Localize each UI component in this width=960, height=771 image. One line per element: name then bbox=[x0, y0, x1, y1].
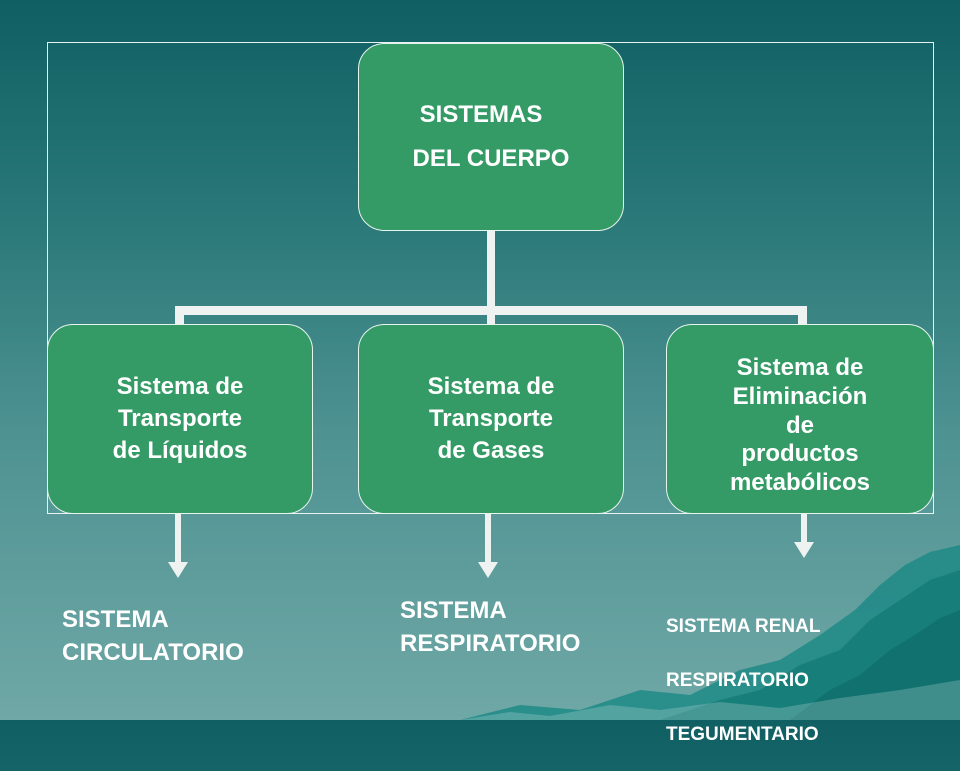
output-sistema-respiratorio: SISTEMA RESPIRATORIO bbox=[400, 597, 581, 658]
connector-middle-drop bbox=[487, 306, 495, 324]
node-transporte-gases-label: Sistema de Transporte de Gases bbox=[427, 373, 555, 464]
arrow-middle-stem bbox=[485, 514, 491, 564]
node-transporte-gases: Sistema de Transporte de Gases bbox=[358, 324, 624, 514]
arrow-right-head bbox=[794, 542, 814, 558]
connector-root-stem bbox=[487, 231, 495, 311]
connector-left-drop bbox=[175, 306, 184, 324]
node-eliminacion-productos: Sistema de Eliminación de productos meta… bbox=[666, 324, 934, 514]
arrow-right-stem bbox=[801, 514, 807, 544]
node-eliminacion-productos-label: Sistema de Eliminación de productos meta… bbox=[729, 354, 871, 497]
output-eliminacion-list: SISTEMA RENAL RESPIRATORIO TEGUMENTARIO bbox=[666, 590, 820, 771]
root-node-line2: DEL CUERPO bbox=[412, 145, 570, 172]
node-transporte-liquidos-label: Sistema de Transporte de Líquidos bbox=[112, 373, 248, 464]
arrow-left-stem bbox=[175, 514, 181, 564]
root-node: SISTEMAS DEL CUERPO bbox=[358, 43, 624, 231]
arrow-left-head bbox=[168, 562, 188, 578]
connector-right-drop bbox=[798, 306, 807, 324]
output-item-respiratorio: RESPIRATORIO bbox=[666, 670, 809, 691]
output-item-renal: SISTEMA RENAL bbox=[666, 616, 821, 637]
root-node-line1: SISTEMAS bbox=[419, 101, 543, 128]
arrow-middle-head bbox=[478, 562, 498, 578]
mountain-decoration bbox=[460, 545, 960, 720]
output-sistema-circulatorio: SISTEMA CIRCULATORIO bbox=[62, 606, 244, 667]
node-transporte-liquidos: Sistema de Transporte de Líquidos bbox=[47, 324, 313, 514]
output-item-tegumentario: TEGUMENTARIO bbox=[666, 724, 819, 745]
